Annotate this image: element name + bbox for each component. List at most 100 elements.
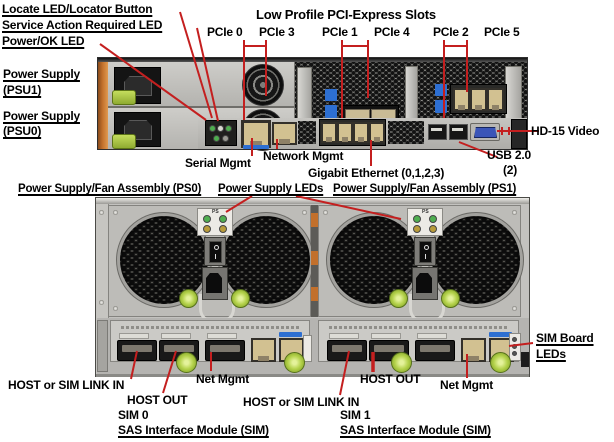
callout-sim0-module: SAS Interface Module (SIM) [118,423,269,437]
ps-fault-led [413,225,421,233]
callout-psu0-line1: Power Supply [3,109,80,123]
usb-port [428,124,447,140]
callout-ps-leds: Power Supply LEDs [218,183,324,195]
callout-sim1-host-out: HOST OUT [360,372,421,386]
rj45-port [321,122,337,143]
ps0-fan-left [117,213,211,307]
server-top-bezel [98,58,527,62]
callout-sim0-name: SIM 0 [118,408,149,422]
ps-fault-led [203,225,211,233]
port-tag [279,332,302,337]
line-usb [458,141,498,158]
rack-ear [511,119,527,149]
status-led [217,125,224,132]
line-sim-board-leds [508,342,534,347]
pcie-vent-area [295,62,527,122]
callout-pcie2: PCIe 2 [433,25,469,39]
callout-sim-board-leds-2: LEDs [536,347,566,361]
orange-latch [311,213,318,227]
ps0-fan-assembly: PS [108,205,313,323]
line-locate-led [179,11,213,119]
shelf-right-notch [521,352,529,367]
callout-sim-board-leds-1: SIM Board [536,331,594,345]
rj45-port [453,88,470,111]
line-sim1-host-link [339,350,350,396]
sim-label-strip [329,326,509,329]
screw [512,210,517,215]
sim0-led-panel [303,335,312,362]
port-label-chip [207,333,237,339]
screw [113,306,118,311]
rj45-port [353,122,369,143]
sim0-host-link-in-port [117,340,157,361]
center-divider [311,205,318,317]
callout-ps1: Power Supply/Fan Assembly (PS1) [333,183,517,195]
callout-hd15-video: HD-15 Video [531,124,600,138]
status-led [209,125,216,132]
ps-ok-led [219,215,227,223]
pcie-slot-tag [325,105,337,118]
shelf-top-bezel [96,198,529,204]
sim-label-strip [121,326,301,329]
callout-sim1-net-mgmt: Net Mgmt [440,378,494,392]
line-sim0-host-out [162,350,177,394]
callout-sim0-host-out: HOST OUT [127,393,188,407]
callout-pci-heading: Low Profile PCI-Express Slots [256,7,436,22]
line-pcie2 [443,40,468,118]
disk-shelf-rear-panel: PS [95,197,530,377]
front-led-cluster [205,120,237,146]
ps1-led-panel: PS [407,208,443,236]
ps-ok-led [413,215,421,223]
ps0-power-switch [204,237,226,266]
port-label-chip [417,333,447,339]
port-tag [489,332,512,337]
callout-ps0: Power Supply/Fan Assembly (PS0) [18,183,202,195]
pcie-slot-tag [325,89,337,101]
sim-thumbscrew [176,352,197,373]
ps-fault-led [219,225,227,233]
gigabit-ethernet-block [319,119,386,146]
ps1-power-switch [414,237,436,266]
ps0-thumbscrew [179,289,198,308]
sim1-host-port [415,340,455,361]
callout-sim1-host-link: HOST or SIM LINK IN [243,395,360,409]
callout-sim0-host-link: HOST or SIM LINK IN [8,378,125,392]
line-pcie0 [243,40,267,120]
callout-psu1-line2: (PSU1) [3,83,42,97]
callout-sim0-net-mgmt: Net Mgmt [196,372,250,386]
usb-port [449,124,468,140]
sim-row-left-chip [97,320,108,372]
status-led [222,135,229,142]
psu1-release-clip [112,90,136,105]
screw [99,300,104,305]
screw [323,210,328,215]
sim-thumbscrew [490,352,511,373]
port-label-chip [371,333,401,339]
callout-service-action: Service Action Required LED [2,18,163,32]
ps-fault-led [429,225,437,233]
screw [302,210,307,215]
callout-usb-line1: USB 2.0 [487,148,531,162]
sim-led [512,351,517,356]
callout-pcie0: PCIe 0 [207,25,243,39]
callout-psu0-line2: (PSU0) [3,124,42,138]
callout-serial-mgmt: Serial Mgmt [185,156,251,170]
ps1-fan-assembly: PS [318,205,523,323]
ps1-thumbscrew [441,289,460,308]
callout-locate-led: Locate LED/Locator Button [2,2,153,16]
orange-latch [311,251,318,265]
ps-label: PS [422,209,429,215]
vga-port [470,123,500,141]
port-label-chip [119,333,149,339]
screw [512,306,517,311]
psu0-release-clip [112,134,136,149]
status-led [225,125,232,132]
callout-gigabit: Gigabit Ethernet (0,1,2,3) [308,166,445,180]
ps0-thumbscrew [231,289,250,308]
callout-sim1-name: SIM 1 [340,408,371,422]
quad-ethernet-card [450,84,507,114]
vent-patch [298,121,316,144]
screw [113,210,118,215]
